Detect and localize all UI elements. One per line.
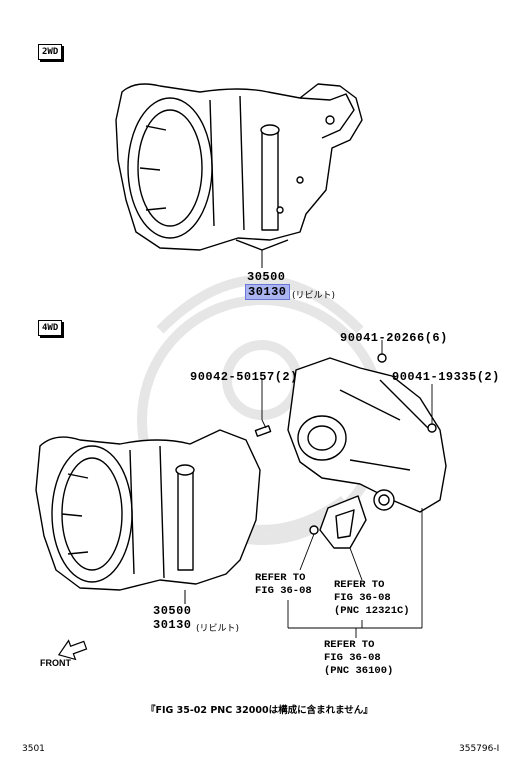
rebuilt-label-2wd: (リビルト) xyxy=(292,291,336,301)
part-number-30130-2wd[interactable]: 30130 xyxy=(245,284,290,300)
reference-fig-36-08-pnc-12321c[interactable]: REFER TO FIG 36-08 (PNC 12321C) xyxy=(334,579,410,617)
reference-fig-36-08-a[interactable]: REFER TO FIG 36-08 xyxy=(255,572,312,597)
tag-4wd: 4WD xyxy=(38,320,63,336)
part-number-90041-19335[interactable]: 90041-19335(2) xyxy=(392,370,500,384)
part-number-30500-2wd[interactable]: 30500 xyxy=(247,270,286,284)
part-number-30130-4wd[interactable]: 30130 xyxy=(153,618,192,632)
transmission-4wd-drawing xyxy=(35,429,261,604)
reference-fig-36-08-pnc-36100[interactable]: REFER TO FIG 36-08 (PNC 36100) xyxy=(324,639,394,677)
rebuilt-label-4wd: (リビルト) xyxy=(196,624,240,634)
footer-figure-id: 355796-I xyxy=(459,744,500,754)
transfer-case-drawing xyxy=(254,353,447,549)
footer-page-code: 3501 xyxy=(22,744,45,754)
transmission-2wd-drawing xyxy=(115,83,363,268)
part-number-30130-highlight[interactable]: 30130 xyxy=(245,284,290,300)
leader-lines xyxy=(261,340,433,638)
part-number-30500-4wd[interactable]: 30500 xyxy=(153,604,192,618)
front-arrow-icon xyxy=(57,639,88,661)
front-label: FRONT xyxy=(40,658,71,668)
tag-2wd: 2WD xyxy=(38,44,63,60)
footnote: 『FIG 35-02 PNC 32000は構成に含まれません』 xyxy=(146,705,373,716)
part-number-90041-20266[interactable]: 90041-20266(6) xyxy=(340,331,448,345)
part-number-90042-50157[interactable]: 90042-50157(2) xyxy=(190,370,298,384)
